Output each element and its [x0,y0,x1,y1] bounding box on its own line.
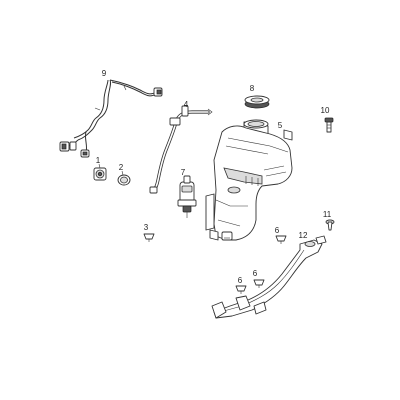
washer-pump-part-7 [177,175,197,218]
plug-part-2 [117,174,131,186]
push-pin-part-11 [325,219,335,231]
clip-part-3 [143,233,155,242]
callout-6-lower-right: 6 [253,269,258,278]
filler-cap-part-8 [244,95,270,109]
callout-12: 12 [299,231,308,240]
clip-part-6-lower-right [253,279,265,288]
callout-2: 2 [119,163,124,172]
clip-part-6-lower-left [235,285,247,294]
bolt-part-10 [324,117,334,133]
clip-part-6-upper [275,235,287,244]
washer-hose-part-4 [149,105,213,194]
grommet-part-1 [93,167,107,181]
filler-tube-part-12 [211,235,327,319]
wiring-harness-part-9 [59,79,163,158]
washer-reservoir-part-5 [205,119,293,241]
callout-10: 10 [321,106,330,115]
callout-7: 7 [181,168,186,177]
callout-3: 3 [144,223,149,232]
callout-8: 8 [250,84,255,93]
callout-6-upper: 6 [275,226,280,235]
callout-4: 4 [184,100,189,109]
callout-6-lower-left: 6 [238,276,243,285]
callout-9: 9 [102,69,107,78]
callout-1: 1 [96,156,101,165]
callout-11: 11 [323,210,332,219]
callout-5: 5 [278,121,283,130]
